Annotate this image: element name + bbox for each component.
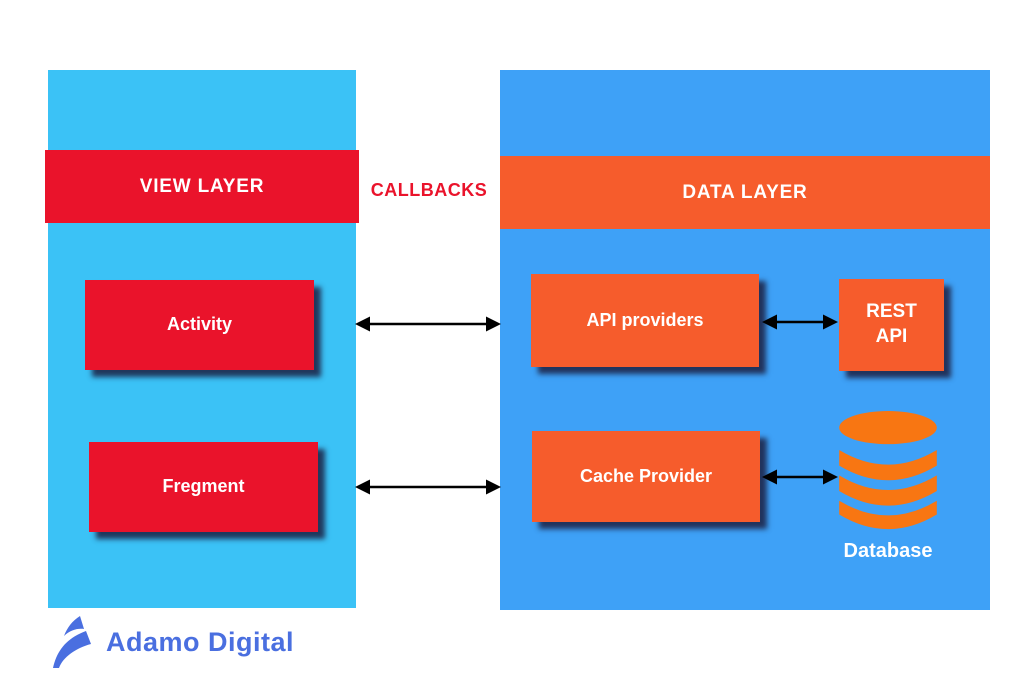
- double-arrow-icon: [355, 316, 501, 332]
- data-layer-title: DATA LAYER: [682, 181, 808, 203]
- activity-node: Activity: [85, 280, 314, 370]
- api-providers-node: API providers: [531, 274, 759, 367]
- adamo-logo: Adamo Digital: [50, 614, 294, 670]
- logo-mark-icon: [53, 616, 91, 668]
- api-providers-label: API providers: [586, 309, 704, 330]
- database-icon: [839, 411, 937, 530]
- activity-label: Activity: [166, 314, 233, 335]
- data-layer-header: DATA LAYER: [500, 156, 990, 229]
- rest-api-node: REST API: [839, 279, 944, 371]
- data-layer-panel: DATA LAYER API providers REST API Cache …: [500, 70, 990, 610]
- fregment-label: Fregment: [162, 476, 245, 497]
- cache-provider-node: Cache Provider: [532, 431, 760, 522]
- view-layer-title: VIEW LAYER: [139, 175, 265, 197]
- rest-api-label: REST API: [866, 301, 917, 347]
- double-arrow-icon: [762, 469, 838, 485]
- logo-text: Adamo Digital: [106, 626, 295, 657]
- cache-provider-label: Cache Provider: [579, 465, 713, 486]
- double-arrow-icon: [355, 479, 501, 495]
- double-arrow-icon: [762, 314, 838, 330]
- arrow-fregment-cache: [354, 474, 502, 505]
- arrow-cache-database: [761, 464, 839, 495]
- callbacks-label: CALLBACKS: [370, 180, 488, 200]
- arrow-api-rest: [761, 309, 839, 340]
- view-layer-header: VIEW LAYER: [45, 150, 359, 223]
- arrow-activity-api: [354, 311, 502, 342]
- fregment-node: Fregment: [89, 442, 318, 532]
- view-layer-panel: VIEW LAYER Activity Fregment: [45, 70, 359, 608]
- database-label: Database: [843, 540, 933, 562]
